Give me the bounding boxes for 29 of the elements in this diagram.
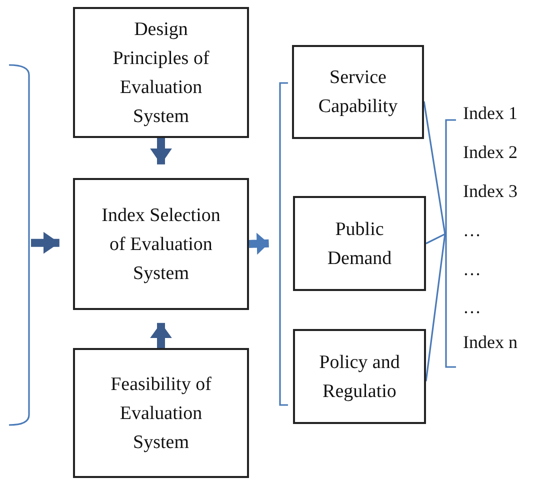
block-arrow (248, 232, 269, 255)
index-label: Index 3 (463, 180, 518, 202)
connector-line (423, 101, 446, 234)
connector-line (426, 233, 446, 244)
connector-line (425, 234, 446, 382)
process-box (73, 348, 249, 478)
index-label: Index n (463, 331, 518, 353)
block-arrow (150, 322, 172, 348)
process-box (293, 196, 426, 291)
index-label: Index 1 (463, 102, 518, 124)
box-text: Service Capability (317, 66, 399, 119)
curly-bracket (8, 64, 31, 426)
bracket (445, 119, 456, 368)
process-box (73, 178, 249, 310)
box-text: Design Principles of Evaluation System (112, 18, 210, 128)
process-box (292, 45, 424, 139)
process-box (73, 7, 249, 138)
block-arrow (150, 138, 172, 164)
box-text: Policy and Regulatio (318, 350, 401, 404)
index-label: … (463, 296, 481, 318)
box-text: Feasibility of Evaluation System (110, 372, 212, 454)
block-arrow (31, 232, 60, 254)
index-label: … (463, 258, 481, 280)
index-label: … (463, 219, 481, 241)
box-text: Index Selection of Evaluation System (100, 204, 222, 286)
bracket (279, 82, 288, 406)
index-label: Index 2 (463, 141, 518, 163)
box-text: Public Demand (326, 218, 393, 270)
process-box (293, 329, 426, 424)
